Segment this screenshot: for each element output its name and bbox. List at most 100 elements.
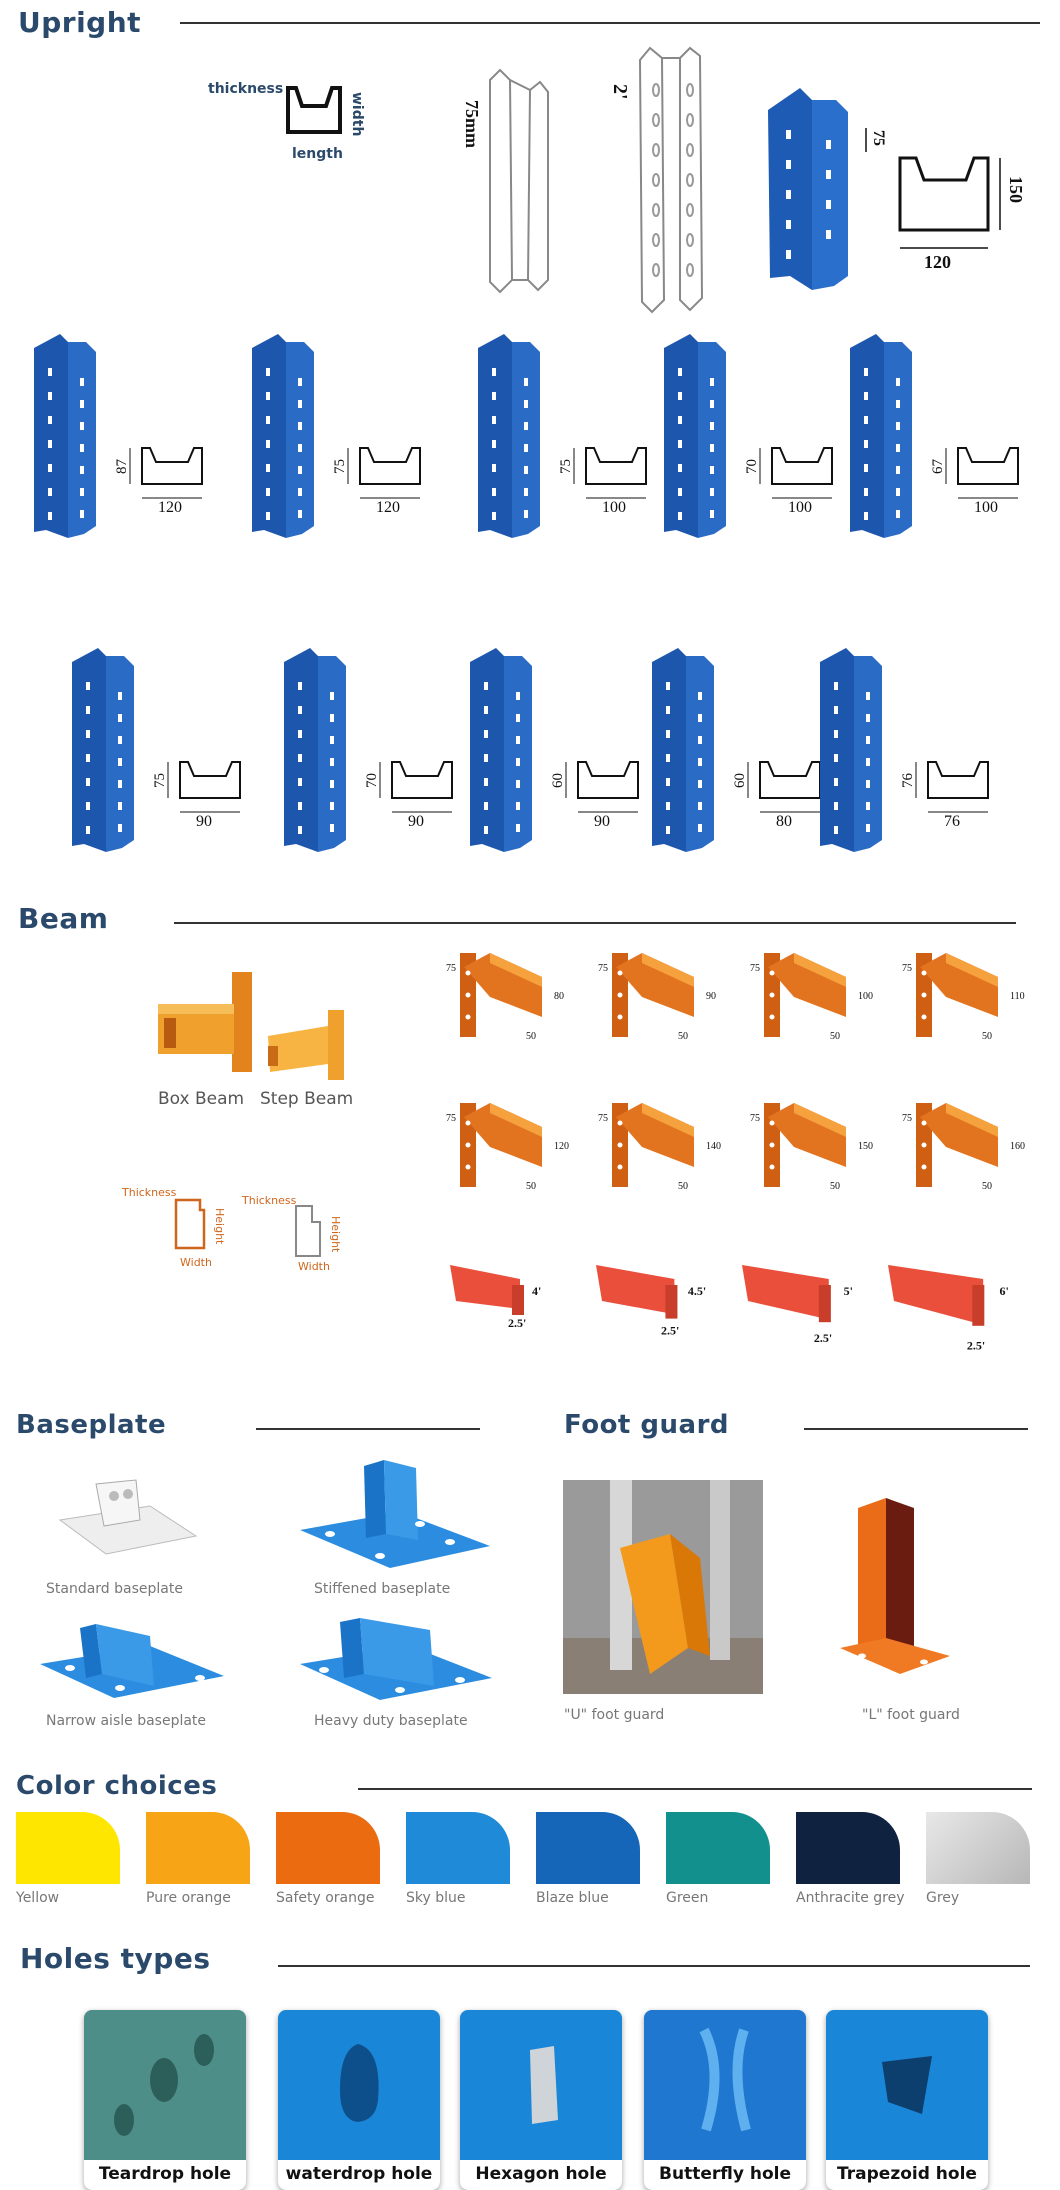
upright-hole (86, 754, 90, 762)
upright-line-drawing-1: 75mm (462, 68, 549, 294)
upright-top-row: thickness length width 75mm 2' 120 150 7… (208, 46, 1026, 314)
upright-hole (86, 706, 90, 714)
step-beam-body (450, 1265, 520, 1309)
upright-hole (266, 440, 270, 448)
upright-hole (698, 714, 702, 722)
blue-upright-front (284, 648, 318, 852)
upright-hole (678, 416, 682, 424)
hole-type-card: Trapezoid hole (826, 2010, 988, 2190)
upright-hole (484, 826, 488, 834)
blue-upright-side (698, 342, 726, 538)
upright-hole (86, 682, 90, 690)
upright-hole (298, 826, 302, 834)
beam-top (946, 1103, 998, 1137)
upright-hole (298, 754, 302, 762)
upright-hole (834, 682, 838, 690)
step-beam-base: 2.5' (814, 1331, 832, 1345)
upright-hole (666, 706, 670, 714)
beam-hole (769, 970, 775, 976)
beam-dim-h: 100 (858, 991, 873, 1002)
beam-dim-b: 50 (982, 1181, 992, 1192)
upright-hole (524, 400, 528, 408)
upright-hole (118, 714, 122, 722)
beam-top (794, 1103, 846, 1137)
blue-upright-front (850, 334, 884, 538)
upright-hole (524, 444, 528, 452)
baseplate-images (40, 1460, 492, 1700)
profile-height-value: 75 (152, 773, 168, 788)
beam-rule (174, 922, 1016, 924)
step-beam-end (818, 1285, 831, 1323)
profile-outline (759, 761, 821, 799)
hole-type-card: waterdrop hole (278, 2010, 440, 2190)
baseplate-rule (256, 1428, 480, 1430)
upright-hole (330, 714, 334, 722)
upright-hole (698, 824, 702, 832)
upright-hole (266, 368, 270, 376)
upright-hole (834, 802, 838, 810)
beam-dim-a: 75 (598, 963, 608, 974)
upright-hole (678, 512, 682, 520)
narrow-aisle-baseplate-label: Narrow aisle baseplate (46, 1713, 207, 1729)
upright-hole (118, 802, 122, 810)
color-swatch (666, 1812, 770, 1884)
color-swatch (536, 1812, 640, 1884)
blue-upright-front (72, 648, 106, 852)
beam-hole (465, 1164, 471, 1170)
large-profile-width: 120 (924, 252, 951, 272)
step-beam-image (268, 1010, 344, 1080)
upright-hole (86, 730, 90, 738)
upright-hole (492, 464, 496, 472)
upright-hole (484, 778, 488, 786)
upright-hole (118, 824, 122, 832)
beam-dim-h: 120 (554, 1141, 569, 1152)
beam-hole (617, 1142, 623, 1148)
profile-width-value: 100 (974, 499, 998, 516)
upright-hole (698, 692, 702, 700)
upright-hole (118, 692, 122, 700)
upright-hole (864, 392, 868, 400)
heavy-duty-baseplate-label: Heavy duty baseplate (314, 1713, 468, 1729)
upright-hole (298, 466, 302, 474)
upright-hole (118, 758, 122, 766)
beam-hole (465, 1142, 471, 1148)
color-swatch (796, 1812, 900, 1884)
upright-hole (118, 736, 122, 744)
beam-dim-a: 75 (902, 1113, 912, 1124)
profile-outline (391, 761, 453, 799)
color-choices-title: Color choices (16, 1771, 218, 1801)
stiffened-baseplate-label: Stiffened baseplate (314, 1581, 451, 1597)
beam-top (490, 1103, 542, 1137)
beam-top (642, 953, 694, 987)
color-swatch (406, 1812, 510, 1884)
profile-width-value: 120 (158, 499, 182, 516)
beam-size-grid: 7580507590507510050751105075120507514050… (446, 953, 1025, 1352)
profile-width-value: 76 (944, 813, 960, 830)
hole-type-label: Butterfly hole (644, 2160, 806, 2190)
upright-hole (118, 780, 122, 788)
beam-dim-a: 75 (750, 963, 760, 974)
upright-hole (330, 758, 334, 766)
upright-hole (266, 464, 270, 472)
beam-hole (465, 970, 471, 976)
upright-hole (834, 826, 838, 834)
beam-hole (617, 992, 623, 998)
upright-hole (866, 692, 870, 700)
upright-hole (266, 416, 270, 424)
step-beam-size-item: 4'2.5' (450, 1265, 541, 1330)
upright-hole (516, 714, 520, 722)
upright-hole (866, 780, 870, 788)
beam-top (794, 953, 846, 987)
upright-hole (298, 778, 302, 786)
hole-shape-image (699, 2027, 751, 2132)
color-swatch-label: Grey (926, 1890, 960, 1906)
beam-dim-a: 75 (902, 963, 912, 974)
profile-thickness-label: thickness (208, 81, 283, 97)
upright-hole (80, 378, 84, 386)
upright-hole (678, 368, 682, 376)
